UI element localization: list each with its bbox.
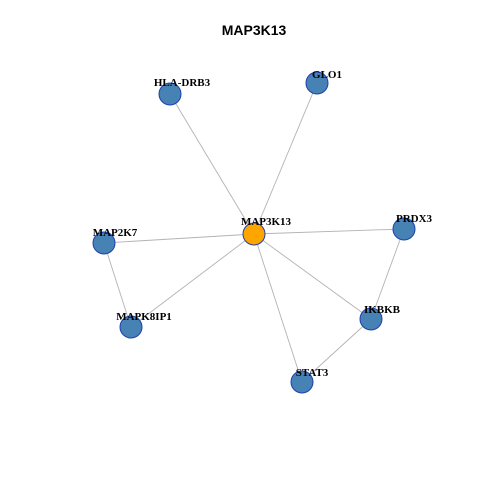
edge-map3k13-stat3 (253, 233, 303, 383)
node-label-stat3: STAT3 (296, 367, 329, 379)
node-label-ikbkb: IKBKB (364, 304, 401, 316)
node-mapk8ip1[interactable] (119, 315, 143, 339)
edge-map3k13-prdx3 (253, 228, 405, 235)
edge-map3k13-glo1 (253, 82, 318, 235)
edge-ikbkb-stat3 (301, 318, 372, 383)
node-label-prdx3: PRDX3 (396, 213, 433, 225)
edge-map3k13-ikbkb (253, 233, 372, 320)
node-layer (92, 71, 416, 394)
node-hla-drb3[interactable] (158, 82, 182, 106)
edge-map3k13-mapk8ip1 (130, 233, 255, 328)
edge-map2k7-mapk8ip1 (103, 242, 132, 328)
node-label-hla-drb3: HLA-DRB3 (154, 77, 211, 89)
node-label-map3k13: MAP3K13 (241, 216, 292, 228)
node-map3k13[interactable] (242, 222, 266, 246)
node-glo1[interactable] (305, 71, 329, 95)
node-stat3[interactable] (290, 370, 314, 394)
diagram-title: MAP3K13 (222, 22, 287, 38)
edge-map3k13-map2k7 (103, 233, 255, 244)
edge-map3k13-hla-drb3 (169, 93, 255, 235)
edge-prdx3-ikbkb (370, 228, 405, 320)
node-prdx3[interactable] (392, 217, 416, 241)
node-label-glo1: GLO1 (312, 69, 342, 81)
edge-layer (103, 82, 405, 383)
node-label-mapk8ip1: MAPK8IP1 (116, 311, 172, 323)
node-map2k7[interactable] (92, 231, 116, 255)
node-ikbkb[interactable] (359, 307, 383, 331)
node-label-map2k7: MAP2K7 (93, 227, 138, 239)
